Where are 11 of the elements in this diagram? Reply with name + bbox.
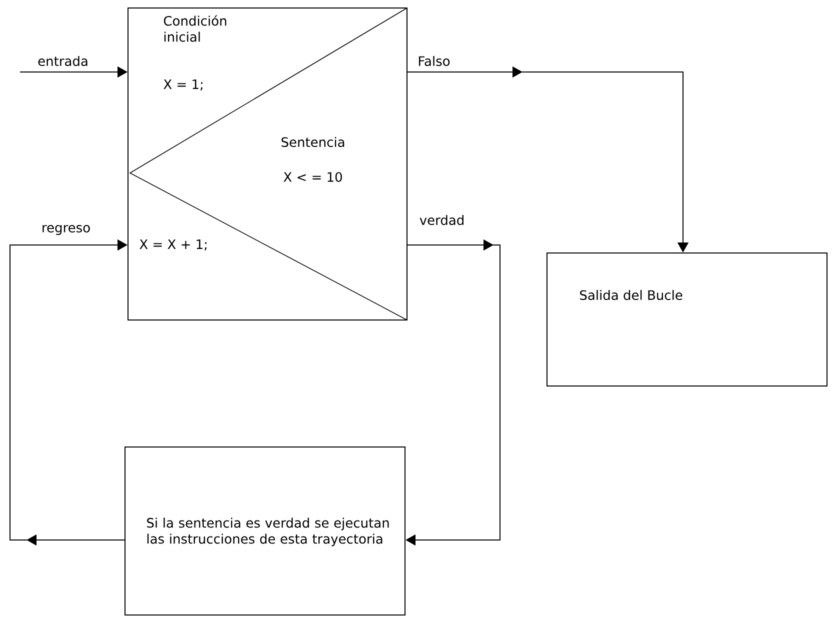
- edge-label: entrada: [38, 56, 88, 66]
- node-text: Si la sentencia es verdad se ejecutan las instrucciones de esta trayectoria: [147, 518, 389, 546]
- node-text: Salida del Bucle: [580, 290, 682, 300]
- edge-label: verdad: [420, 214, 464, 226]
- node-text: X = 1;: [164, 80, 202, 90]
- node-text: Sentencia: [282, 136, 344, 148]
- node-text: X = X + 1;: [140, 240, 206, 250]
- node-text: Condición inicial: [164, 15, 226, 42]
- edge-label: Falso: [418, 56, 450, 66]
- node-text: X < = 10: [284, 172, 342, 182]
- edge-label: regreso: [42, 225, 90, 235]
